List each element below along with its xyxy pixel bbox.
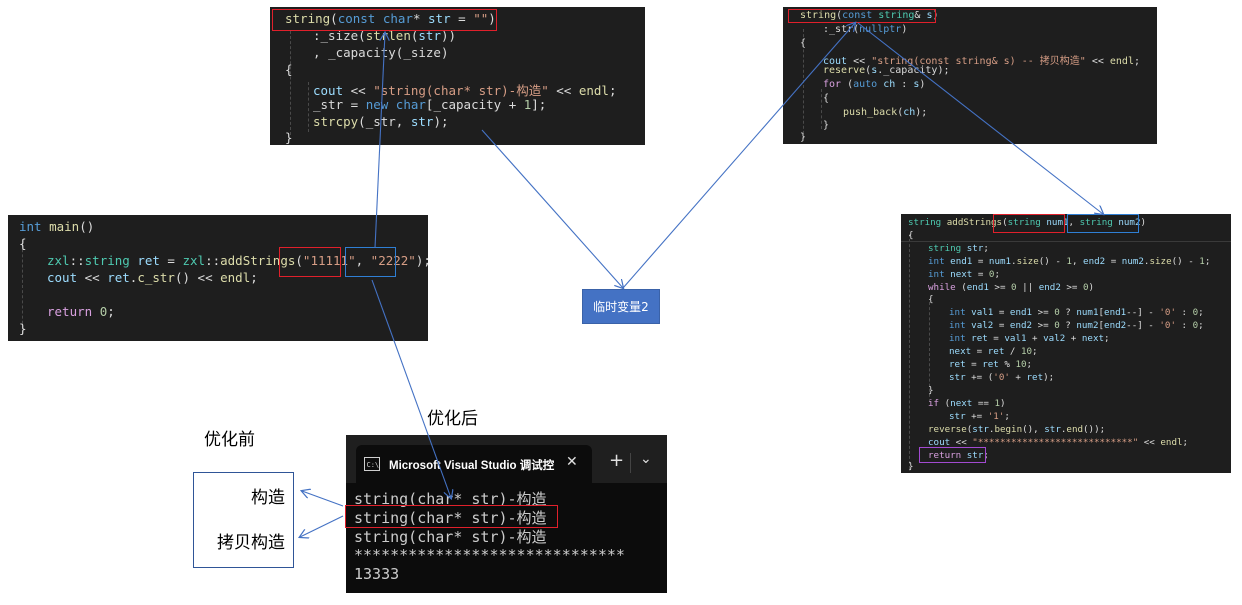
code-line: return 0; bbox=[47, 304, 115, 319]
svg-text:C:\: C:\ bbox=[367, 461, 380, 469]
code-line: string(const char* str = "") bbox=[285, 11, 496, 26]
arrow-arg1-to-ctor bbox=[374, 33, 385, 249]
code-line: } bbox=[928, 385, 934, 396]
code-line: str += ('0' + ret); bbox=[949, 372, 1055, 383]
terminal-output-line: 13333 bbox=[354, 565, 400, 583]
terminal-tab-bar: C:\ Microsoft Visual Studio 调试控 ✕ + ⌄ bbox=[346, 435, 667, 483]
code-line: int val2 = end2 >= 0 ? num2[end2--] - '0… bbox=[949, 320, 1204, 331]
code-line: int ret = val1 + val2 + next; bbox=[949, 333, 1110, 344]
code-line: while (end1 >= 0 || end2 >= 0) bbox=[928, 282, 1095, 293]
terminal-window: C:\ Microsoft Visual Studio 调试控 ✕ + ⌄ st… bbox=[346, 435, 667, 593]
code-line: for (auto ch : s) bbox=[823, 79, 926, 90]
code-line: int main() bbox=[19, 219, 95, 234]
code-line: cout << ret.c_str() << endl; bbox=[47, 270, 258, 285]
code-line: cout << "****************************" <… bbox=[928, 437, 1189, 448]
highlight-param1 bbox=[993, 214, 1065, 233]
terminal-output-line: string(char* str)-构造 bbox=[354, 490, 547, 508]
arrow-temp-to-copy bbox=[622, 23, 855, 289]
code-line: { bbox=[285, 62, 293, 77]
console-icon: C:\ bbox=[364, 457, 380, 471]
code-block-copy-ctor: string(const string& s) :_str(nullptr) {… bbox=[783, 7, 1157, 144]
label-before-opt: 优化前 bbox=[204, 430, 255, 450]
code-line: } bbox=[823, 120, 830, 131]
terminal-tab[interactable]: C:\ Microsoft Visual Studio 调试控 ✕ bbox=[356, 445, 592, 483]
code-block-main: int main() { zxl::string ret = zxl::addS… bbox=[8, 215, 428, 341]
terminal-output-line: ****************************** bbox=[354, 546, 625, 564]
arrow-line-to-copy bbox=[300, 515, 344, 537]
code-line: cout << "string(const string& s) -- 拷贝构造… bbox=[823, 56, 1141, 67]
code-line: { bbox=[908, 230, 914, 241]
arrow-line-to-construct bbox=[302, 491, 344, 507]
code-line: } bbox=[800, 132, 807, 143]
code-line: if (next == 1) bbox=[928, 398, 1006, 409]
chevron-down-icon[interactable]: ⌄ bbox=[640, 451, 652, 467]
code-line: { bbox=[823, 93, 830, 104]
code-line: , _capacity(_size) bbox=[313, 45, 449, 60]
code-line: reverse(str.begin(), str.end()); bbox=[928, 424, 1106, 435]
code-line: int end1 = num1.size() - 1, end2 = num2.… bbox=[928, 256, 1211, 267]
code-line: str += '1'; bbox=[949, 411, 1010, 422]
code-line: { bbox=[19, 236, 27, 251]
terminal-output-line: string(char* str)-构造 bbox=[354, 528, 547, 546]
code-line: next = ret / 10; bbox=[949, 346, 1038, 357]
highlight-return bbox=[919, 447, 986, 463]
add-tab-icon[interactable]: + bbox=[609, 450, 625, 471]
legend-box: 构造 拷贝构造 bbox=[193, 472, 294, 568]
highlight-arg2 bbox=[345, 247, 396, 277]
code-line: } bbox=[908, 461, 914, 472]
highlight-terminal-line bbox=[345, 505, 558, 528]
close-icon[interactable]: ✕ bbox=[566, 454, 578, 470]
highlight-char-ctor bbox=[272, 9, 497, 31]
code-line: { bbox=[800, 38, 807, 49]
highlight-arg1 bbox=[279, 247, 341, 277]
code-line: } bbox=[19, 321, 27, 336]
code-line: _str = new char[_capacity + 1]; bbox=[313, 97, 547, 112]
arrow-ctor-to-temp bbox=[481, 129, 623, 288]
code-block-add-strings: string addStrings(string num1, string nu… bbox=[901, 214, 1231, 473]
code-line: zxl::string ret = zxl::addStrings("11111… bbox=[47, 253, 428, 268]
code-line: { bbox=[928, 294, 934, 305]
highlight-copy-ctor bbox=[788, 9, 936, 23]
code-line: return str; bbox=[928, 450, 989, 461]
legend-construct: 构造 bbox=[251, 488, 285, 508]
code-line: :_size(strlen(str)) bbox=[313, 28, 457, 43]
terminal-tab-title: Microsoft Visual Studio 调试控 bbox=[389, 460, 555, 472]
code-line: string addStrings(string num1, string nu… bbox=[908, 217, 1147, 228]
arrow-copy-to-param2 bbox=[857, 22, 1103, 214]
code-line: ret = ret % 10; bbox=[949, 359, 1033, 370]
code-line: int next = 0; bbox=[928, 269, 1000, 280]
temp-var-label: 临时变量2 bbox=[593, 300, 649, 314]
code-line: string str; bbox=[928, 243, 989, 254]
code-line: push_back(ch); bbox=[843, 107, 928, 118]
code-line: int val1 = end1 >= 0 ? num1[end1--] - '0… bbox=[949, 307, 1204, 318]
code-line: cout << "string(char* str)-构造" << endl; bbox=[313, 83, 617, 98]
legend-copy-construct: 拷贝构造 bbox=[217, 533, 285, 553]
terminal-output-line: string(char* str)-构造 bbox=[354, 509, 547, 527]
code-line: } bbox=[285, 130, 293, 145]
arrow-arg2-to-terminal bbox=[371, 279, 451, 498]
code-line: reserve(s._capacity); bbox=[823, 65, 950, 76]
label-after-opt: 优化后 bbox=[427, 409, 478, 429]
